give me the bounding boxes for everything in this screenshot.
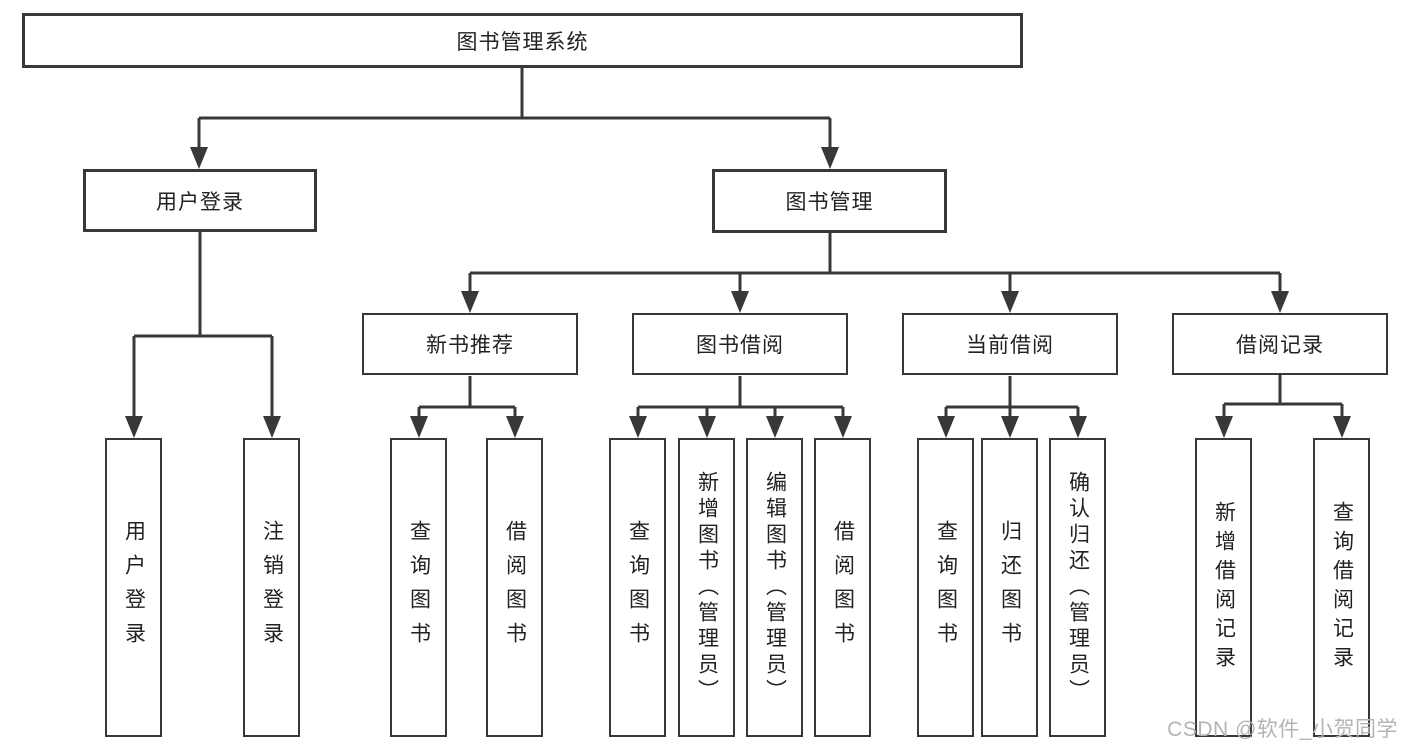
leaf-label: 归还图书 bbox=[998, 519, 1022, 656]
node-user-login: 用户登录 bbox=[83, 169, 317, 232]
node-new-book-recommendation: 新书推荐 bbox=[362, 313, 578, 375]
watermark: CSDN @软件_小贺同学 bbox=[1167, 718, 1398, 741]
leaf-label: 新增借阅记录 bbox=[1212, 500, 1236, 675]
leaf-label: 查询图书 bbox=[407, 519, 431, 656]
leaf-label: 查询图书 bbox=[934, 519, 958, 656]
leaf-label: 新增图书（管理员） bbox=[695, 470, 719, 705]
leaf-add-borrow-record: 新增借阅记录 bbox=[1195, 438, 1252, 737]
leaf-borrow-books: 借阅图书 bbox=[814, 438, 871, 737]
leaf-return-books: 归还图书 bbox=[981, 438, 1038, 737]
node-borrowing-records: 借阅记录 bbox=[1172, 313, 1388, 375]
leaf-label: 借阅图书 bbox=[831, 519, 855, 656]
leaf-label: 用户登录 bbox=[122, 519, 146, 656]
node-library-management-system: 图书管理系统 bbox=[22, 13, 1023, 68]
leaf-label: 编辑图书（管理员） bbox=[763, 470, 787, 705]
leaf-query-books: 查询图书 bbox=[390, 438, 447, 737]
leaf-label: 查询图书 bbox=[626, 519, 650, 656]
leaf-borrow-books: 借阅图书 bbox=[486, 438, 543, 737]
leaf-query-borrow-record: 查询借阅记录 bbox=[1313, 438, 1370, 737]
leaf-label: 确认归还（管理员） bbox=[1066, 470, 1090, 705]
node-book-management: 图书管理 bbox=[712, 169, 947, 233]
leaf-label: 借阅图书 bbox=[503, 519, 527, 656]
node-book-borrowing: 图书借阅 bbox=[632, 313, 848, 375]
leaf-edit-books-admin: 编辑图书（管理员） bbox=[746, 438, 803, 737]
leaf-label: 查询借阅记录 bbox=[1330, 500, 1354, 675]
leaf-query-books: 查询图书 bbox=[917, 438, 974, 737]
leaf-query-books: 查询图书 bbox=[609, 438, 666, 737]
leaf-label: 注销登录 bbox=[260, 519, 284, 656]
leaf-logout: 注销登录 bbox=[243, 438, 300, 737]
node-current-borrowing: 当前借阅 bbox=[902, 313, 1118, 375]
leaf-user-login: 用户登录 bbox=[105, 438, 162, 737]
leaf-confirm-return-admin: 确认归还（管理员） bbox=[1049, 438, 1106, 737]
leaf-add-books-admin: 新增图书（管理员） bbox=[678, 438, 735, 737]
